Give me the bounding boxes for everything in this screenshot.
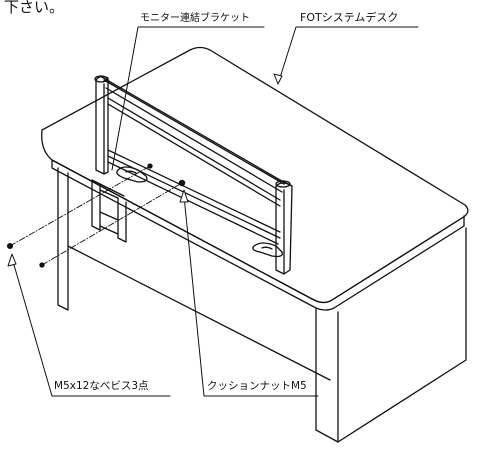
intro-text-fragment: 下さい。	[4, 0, 65, 16]
screw-hole-3	[147, 163, 153, 169]
leader-desk	[277, 26, 419, 85]
monitor-bracket	[91, 179, 127, 243]
fastening-axis-lines	[9, 165, 183, 266]
grommet-right	[252, 242, 283, 258]
label-screws: M5x12なべビス3点	[54, 380, 149, 392]
label-desk: FOTシステムデスク	[300, 11, 399, 24]
grommet-left	[116, 166, 148, 183]
leader-cushion-nut-arrow	[179, 189, 189, 203]
leader-desk-arrow	[273, 73, 283, 85]
left-panel	[57, 167, 69, 311]
modesty-panel	[67, 245, 331, 381]
left-post-cap	[94, 75, 108, 83]
leader-screws	[11, 257, 171, 397]
leader-cushion-nut	[183, 195, 319, 397]
screen-frame	[103, 79, 285, 207]
label-cushion-nut: クッションナットM5	[207, 380, 307, 392]
label-monitor-bracket: モニター連結ブラケット	[140, 13, 250, 24]
leader-screws-arrow	[7, 253, 17, 267]
right-post	[275, 182, 293, 275]
leader-monitor-bracket	[111, 26, 265, 171]
right-post-cap	[275, 180, 291, 188]
monitor-bracket-plate	[91, 179, 125, 235]
